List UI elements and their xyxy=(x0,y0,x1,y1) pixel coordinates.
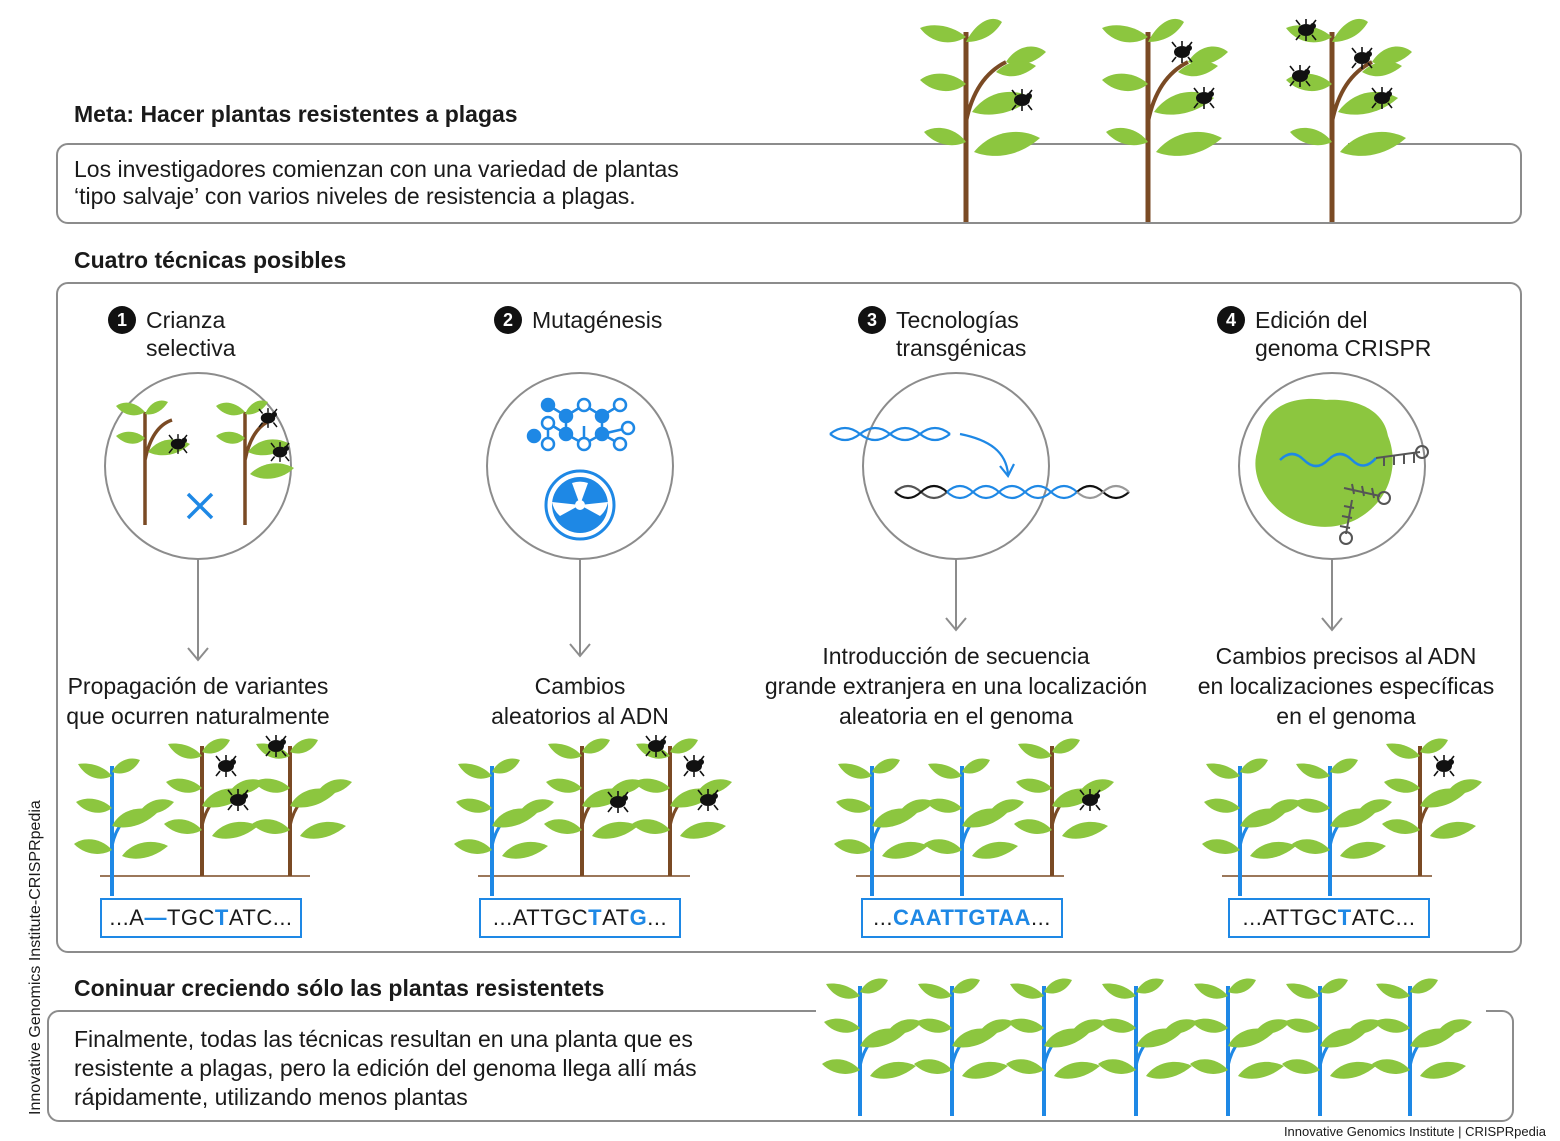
technique-1-result: Propagación de variantes que ocurren nat… xyxy=(40,671,356,731)
sequence-change: — xyxy=(144,905,167,930)
sequence-text: AT xyxy=(602,905,630,930)
sequence-change: T xyxy=(214,905,229,930)
result-line: grande extranjera en una localización xyxy=(764,673,1148,699)
step-number: 4 xyxy=(1217,306,1245,334)
plant-icon xyxy=(1188,976,1292,1118)
result-line: aleatoria en el genoma xyxy=(839,703,1073,729)
crossing-plants-icon xyxy=(116,400,294,525)
molecule-icon xyxy=(526,397,636,452)
title-line-1: Tecnologías xyxy=(896,307,1019,333)
sequence-text: ...ATTGC xyxy=(492,905,589,930)
step-number: 1 xyxy=(108,306,136,334)
goal-box xyxy=(56,143,1522,224)
goal-heading: Meta: Hacer plantas resistentes a plagas xyxy=(74,101,518,127)
plant-icon xyxy=(912,976,1016,1118)
sequence-text: TGC xyxy=(166,905,215,930)
title-line-2: genoma CRISPR xyxy=(1255,335,1432,361)
result-line: Propagación de variantes xyxy=(67,673,329,699)
vertical-credit: Innovative Genomics Institute-CRISPRpedi… xyxy=(27,800,44,1115)
techniques-heading: Cuatro técnicas posibles xyxy=(74,247,347,273)
sequence-text: ATC... xyxy=(228,905,293,930)
goal-line-1: Los investigadores comienzan con una var… xyxy=(74,156,679,182)
sequence-change: T xyxy=(1337,905,1352,930)
plant-icon xyxy=(1370,976,1474,1118)
sequence-text: ...A xyxy=(109,905,145,930)
cross-icon xyxy=(186,492,214,520)
title-line-2: transgénicas xyxy=(896,335,1027,361)
sequence-change: G xyxy=(629,905,648,930)
title-line-1: Crianza xyxy=(146,307,226,333)
title-line-2: selectiva xyxy=(146,335,236,361)
technique-3-result: Introducción de secuencia grande extranj… xyxy=(740,641,1172,731)
continue-line-2: resistente a plagas, pero la edición del… xyxy=(74,1055,697,1081)
result-line: en localizaciones específicas xyxy=(1197,673,1495,699)
continue-line-3: rápidamente, utilizando menos plantas xyxy=(74,1084,468,1110)
continue-heading: Coninuar creciendo sólo las plantas resi… xyxy=(74,975,605,1001)
result-line: en el genoma xyxy=(1276,703,1416,729)
result-line: Cambios precisos al ADN xyxy=(1215,643,1477,669)
result-line: aleatorios al ADN xyxy=(491,703,669,729)
sequence-text: ... xyxy=(1031,905,1051,930)
sequence-text: ATC... xyxy=(1351,905,1416,930)
sequence-box-3: ...CAATTGTAA... xyxy=(861,898,1063,938)
plant-icon xyxy=(1096,976,1200,1118)
technique-2-result: Cambios aleatorios al ADN xyxy=(430,671,730,731)
plant-icon xyxy=(1280,976,1384,1118)
result-line: que ocurren naturalmente xyxy=(66,703,330,729)
sequence-change: T xyxy=(588,905,603,930)
technique-4-result: Cambios precisos al ADN en localizacione… xyxy=(1176,641,1516,731)
step-number: 3 xyxy=(858,306,886,334)
wild-type-plants xyxy=(0,0,1560,240)
sequence-text: ... xyxy=(647,905,668,930)
plant-icon xyxy=(1004,976,1108,1118)
sequence-change: CAATTGTAA xyxy=(892,905,1032,930)
sequence-text: ...ATTGC xyxy=(1242,905,1338,930)
radiation-icon xyxy=(544,469,616,541)
title-line-1: Mutagénesis xyxy=(532,307,663,333)
goal-line-2: ‘tipo salvaje’ con varios niveles de res… xyxy=(74,183,636,209)
sequence-text: ... xyxy=(873,905,893,930)
technique-2-title: 2 Mutagénesis xyxy=(494,306,662,334)
plant-icon xyxy=(820,976,924,1118)
step-number: 2 xyxy=(494,306,522,334)
goal-text: Los investigadores comienzan con una var… xyxy=(74,156,679,210)
dna-insertion-icon xyxy=(829,426,1130,500)
bottom-credit: Innovative Genomics Institute | CRISPRpe… xyxy=(1283,1124,1546,1139)
title-line-1: Edición del xyxy=(1255,307,1368,333)
result-line: Introducción de secuencia xyxy=(822,643,1090,669)
continue-text: Finalmente, todas las técnicas resultan … xyxy=(74,1025,697,1112)
continue-line-1: Finalmente, todas las técnicas resultan … xyxy=(74,1026,693,1052)
result-line: Cambios xyxy=(534,673,626,699)
cas9-protein-icon xyxy=(1255,398,1429,545)
